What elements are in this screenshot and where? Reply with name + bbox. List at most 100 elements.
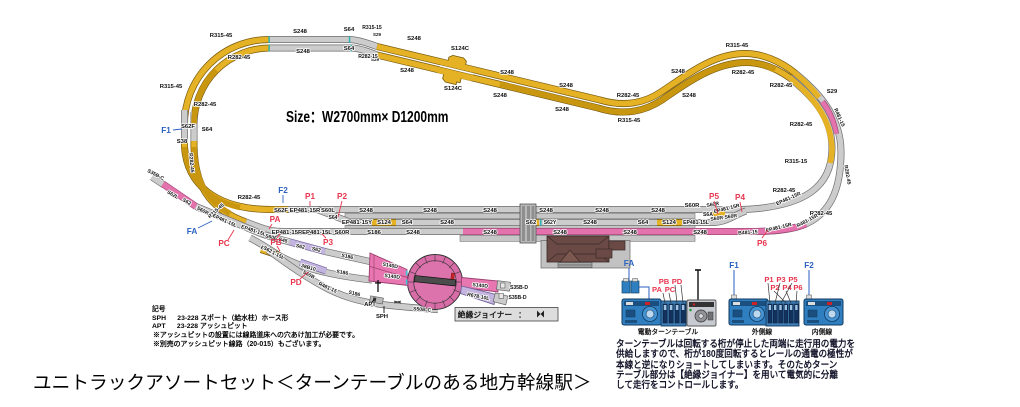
svg-text:S248: S248 — [500, 70, 514, 76]
svg-text:S29: S29 — [373, 32, 382, 37]
svg-text:EP481-15R: EP481-15R — [290, 208, 321, 214]
svg-text:S140D: S140D — [384, 273, 401, 281]
svg-text:P3: P3 — [776, 275, 785, 284]
svg-text:R282-45: R282-45 — [770, 83, 793, 89]
svg-text:F2: F2 — [804, 261, 814, 270]
svg-text:P2: P2 — [337, 192, 347, 201]
svg-text:R282-45: R282-45 — [187, 153, 195, 173]
svg-text:S186: S186 — [336, 269, 349, 277]
svg-text:S60R S60R: S60R S60R — [710, 213, 738, 223]
svg-text:R315-45: R315-45 — [726, 43, 749, 49]
svg-text:PD: PD — [290, 278, 301, 287]
svg-text:外側線: 外側線 — [752, 327, 773, 336]
svg-text:S6A: S6A — [703, 212, 713, 218]
svg-text:R678-10L: R678-10L — [466, 292, 489, 302]
svg-text:R315-15: R315-15 — [785, 159, 808, 165]
svg-text:S248: S248 — [623, 230, 637, 236]
svg-text:R282-15: R282-15 — [358, 54, 378, 60]
svg-text:R282-45: R282-45 — [810, 211, 833, 217]
svg-text:P4: P4 — [782, 283, 792, 292]
svg-text:P6: P6 — [757, 239, 767, 248]
svg-text:S62: S62 — [262, 245, 273, 255]
svg-text:S60R: S60R — [335, 230, 350, 236]
svg-text:S64: S64 — [638, 220, 649, 226]
svg-text:R282-45: R282-45 — [842, 165, 851, 185]
svg-text:S62: S62 — [311, 246, 321, 254]
svg-text:S248: S248 — [693, 230, 707, 236]
svg-text:S140D: S140D — [382, 262, 399, 271]
svg-text:S64: S64 — [344, 46, 355, 52]
svg-text:F2: F2 — [278, 186, 288, 195]
svg-text:F1: F1 — [729, 261, 739, 270]
svg-text:S62: S62 — [181, 197, 192, 207]
svg-text:S60L: S60L — [321, 208, 335, 214]
svg-text:R282-45: R282-45 — [790, 122, 813, 128]
svg-text:R282-45: R282-45 — [238, 195, 261, 201]
svg-text:R282-45: R282-45 — [773, 188, 796, 194]
svg-text:PC: PC — [665, 285, 676, 294]
svg-text:S248: S248 — [296, 49, 310, 55]
svg-text:S248: S248 — [555, 107, 569, 113]
svg-text:S248: S248 — [671, 69, 685, 75]
svg-text:S50B-C: S50B-C — [413, 306, 432, 314]
svg-text:PB: PB — [659, 277, 670, 286]
svg-text:FA: FA — [187, 227, 198, 236]
svg-text:S248: S248 — [583, 220, 597, 226]
svg-text:S62F: S62F — [274, 208, 288, 214]
svg-text:S124C: S124C — [444, 86, 463, 92]
svg-text:38B10: 38B10 — [300, 263, 316, 273]
svg-text:APT: APT — [364, 302, 376, 308]
svg-text:S64: S64 — [402, 220, 413, 226]
svg-text:内側線: 内側線 — [812, 327, 833, 336]
svg-text:S248: S248 — [406, 230, 420, 236]
svg-text:P6: P6 — [793, 283, 802, 292]
svg-text:FA: FA — [624, 259, 635, 268]
svg-text:S186: S186 — [367, 230, 381, 236]
svg-text:PA: PA — [652, 285, 663, 294]
svg-text:S186: S186 — [348, 290, 361, 299]
svg-text:PD: PD — [672, 277, 683, 286]
svg-text:PB: PB — [270, 238, 281, 247]
svg-text:F1: F1 — [161, 126, 171, 135]
svg-text:S248: S248 — [423, 208, 437, 214]
svg-text:電動ターンテーブル: 電動ターンテーブル — [638, 327, 699, 336]
svg-text:S62: S62 — [526, 220, 537, 226]
svg-text:R481-15: R481-15 — [317, 281, 337, 294]
svg-text:R315-45: R315-45 — [210, 33, 233, 39]
svg-text:S60R: S60R — [706, 201, 720, 209]
svg-text:S62: S62 — [295, 243, 305, 251]
svg-text:R315-45: R315-45 — [160, 84, 183, 90]
svg-text:EP481-15L: EP481-15L — [683, 220, 709, 226]
svg-text:S248: S248 — [559, 83, 573, 89]
svg-text:PC: PC — [218, 239, 229, 248]
svg-text:S60R: S60R — [685, 203, 700, 209]
svg-text:P2: P2 — [770, 283, 779, 292]
svg-text:S140D: S140D — [472, 282, 488, 290]
svg-text:S64: S64 — [328, 215, 337, 221]
svg-text:P1: P1 — [305, 192, 315, 201]
svg-text:EP481-15Y: EP481-15Y — [342, 220, 372, 226]
svg-text:S35B-D: S35B-D — [510, 285, 528, 291]
svg-text:S248: S248 — [359, 208, 373, 214]
svg-text:S38: S38 — [177, 139, 188, 145]
svg-text:S29: S29 — [371, 57, 380, 62]
svg-text:B481-15: B481-15 — [738, 229, 758, 236]
svg-text:絶縁ジョイナー: 絶縁ジョイナー — [458, 309, 513, 319]
svg-text:S248: S248 — [400, 68, 414, 74]
svg-text:P4: P4 — [735, 193, 745, 202]
svg-text:S29: S29 — [827, 89, 838, 95]
svg-text:S248: S248 — [553, 230, 567, 236]
svg-text:S35B-D: S35B-D — [508, 295, 526, 301]
svg-text:R282-45: R282-45 — [228, 55, 251, 61]
svg-text:R315-15: R315-15 — [362, 25, 382, 31]
svg-text:EP481-15L: EP481-15L — [302, 230, 332, 236]
svg-text:P3: P3 — [323, 238, 333, 247]
svg-text:S64: S64 — [344, 27, 355, 33]
svg-text:S62F: S62F — [181, 124, 195, 130]
svg-text:S124: S124 — [377, 220, 391, 226]
svg-text:R315-45: R315-45 — [618, 118, 641, 124]
svg-text:S186: S186 — [341, 253, 354, 261]
svg-text:EP481-15R: EP481-15R — [272, 230, 303, 236]
svg-text:P5: P5 — [788, 275, 798, 284]
svg-text:S248: S248 — [483, 208, 497, 214]
